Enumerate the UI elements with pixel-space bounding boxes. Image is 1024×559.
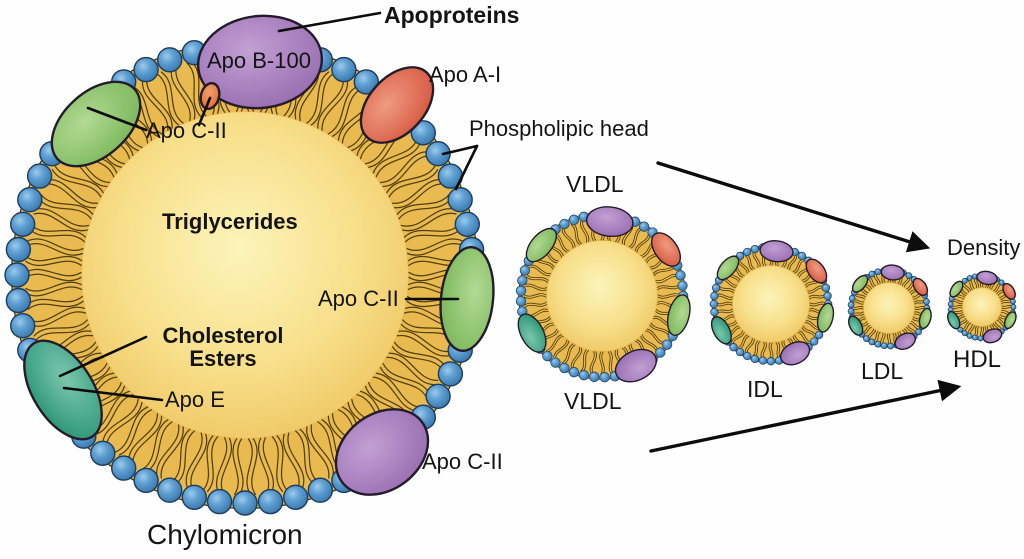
- ldl-label: LDL: [861, 358, 904, 384]
- apo-e-leader: [62, 386, 164, 402]
- cholesterol-esters-line2: Esters: [189, 346, 257, 372]
- hdl-core: [963, 288, 1001, 326]
- hdl-apoprotein-blob-green: [949, 280, 964, 298]
- apo-c2-bottom-label: Apo C-II: [422, 449, 503, 474]
- vldl-apoprotein-blob-red: [650, 232, 682, 267]
- chylomicron-graphic: [4, 14, 495, 516]
- triglycerides-label: Triglycerides: [162, 209, 298, 234]
- apo-c2-left-label: Apo C-II: [146, 118, 227, 143]
- density-label: Density: [947, 235, 1021, 260]
- ldl-apoprotein-blob-green: [851, 274, 869, 293]
- vldl-graphic: [515, 206, 691, 383]
- vldl-top-label: VLDL: [566, 171, 624, 197]
- idl-apoprotein-blob-purple: [779, 341, 811, 366]
- vldl-bottom-label: VLDL: [564, 388, 622, 414]
- ldl-graphic: [847, 264, 932, 351]
- apoproteins-label: Apoproteins: [384, 2, 520, 28]
- hdl-apoprotein-blob-purple: [982, 328, 1003, 344]
- hdl-label: HDL: [953, 346, 1002, 373]
- hdl-apoprotein-blob-red: [1002, 282, 1016, 300]
- hdl-apoprotein-blob-purple: [976, 270, 998, 286]
- idl-apoprotein-blob-green: [816, 302, 835, 333]
- ldl-apoprotein-blob-green: [918, 307, 932, 330]
- idl-core: [733, 266, 809, 342]
- idl-label: IDL: [747, 376, 783, 402]
- chylomicron-apoprotein-blob-green: [50, 80, 142, 168]
- vldl-apoprotein-blob-purple: [585, 206, 634, 238]
- apo-e-label: Apo E: [165, 387, 225, 412]
- idl-apoprotein-blob-green: [716, 255, 740, 281]
- apoproteins-leader: [277, 11, 382, 33]
- ldl-apoprotein-blob-purple: [880, 264, 905, 281]
- chylomicron-label: Chylomicron: [147, 519, 303, 550]
- chylomicron-apoprotein-blob-green: [439, 246, 495, 352]
- cholesterol-esters-leader: [58, 335, 148, 378]
- vldl-core: [547, 241, 657, 351]
- vldl-apoprotein-blob-purple: [614, 348, 657, 383]
- ldl-apoprotein-blob-teal: [848, 315, 864, 336]
- ldl-core: [864, 283, 914, 333]
- phospholipid-leader-2: [454, 144, 479, 191]
- cholesterol-esters-label: Cholesterol Esters: [148, 324, 298, 371]
- chylomicron-apoprotein-blob-teal: [23, 339, 103, 441]
- apo-c2-left-leader-orange: [197, 96, 212, 127]
- cholesterol-esters-line1: Cholesterol: [162, 323, 284, 348]
- hdl-apoprotein-blob-teal: [946, 310, 961, 330]
- vldl-apoprotein-blob-teal: [517, 313, 547, 353]
- apo-c2-right-label: Apo C-II: [318, 286, 399, 311]
- idl-apoprotein-blob-teal: [710, 316, 732, 345]
- hdl-graphic: [946, 270, 1017, 344]
- ldl-apoprotein-blob-purple: [894, 332, 917, 351]
- idl-graphic: [709, 240, 835, 366]
- density-arrow-bottom: [649, 379, 962, 453]
- chylomicron-apoprotein-blob-purple: [334, 408, 430, 496]
- idl-apoprotein-blob-red: [805, 258, 828, 284]
- idl-apoprotein-blob-purple: [759, 240, 794, 263]
- chylomicron-apoprotein-blob-purple: [196, 14, 324, 110]
- apo-b100-label: Apo B-100: [207, 48, 311, 73]
- phospholipid-head-label: Phospholipic head: [469, 116, 649, 141]
- apo-c2-left-leader-green: [86, 106, 148, 132]
- phospholipid-leader-1: [441, 144, 479, 156]
- chylomicron-core: [82, 112, 408, 438]
- density-arrow-top: [656, 161, 931, 253]
- ldl-apoprotein-blob-red: [912, 277, 929, 297]
- vldl-apoprotein-blob-green: [666, 294, 691, 336]
- hdl-apoprotein-blob-green: [1003, 311, 1017, 330]
- apo-a1-label: Apo A-I: [429, 62, 502, 87]
- vldl-apoprotein-blob-green: [525, 227, 558, 263]
- chylomicron-apoprotein-blob-red: [359, 66, 435, 144]
